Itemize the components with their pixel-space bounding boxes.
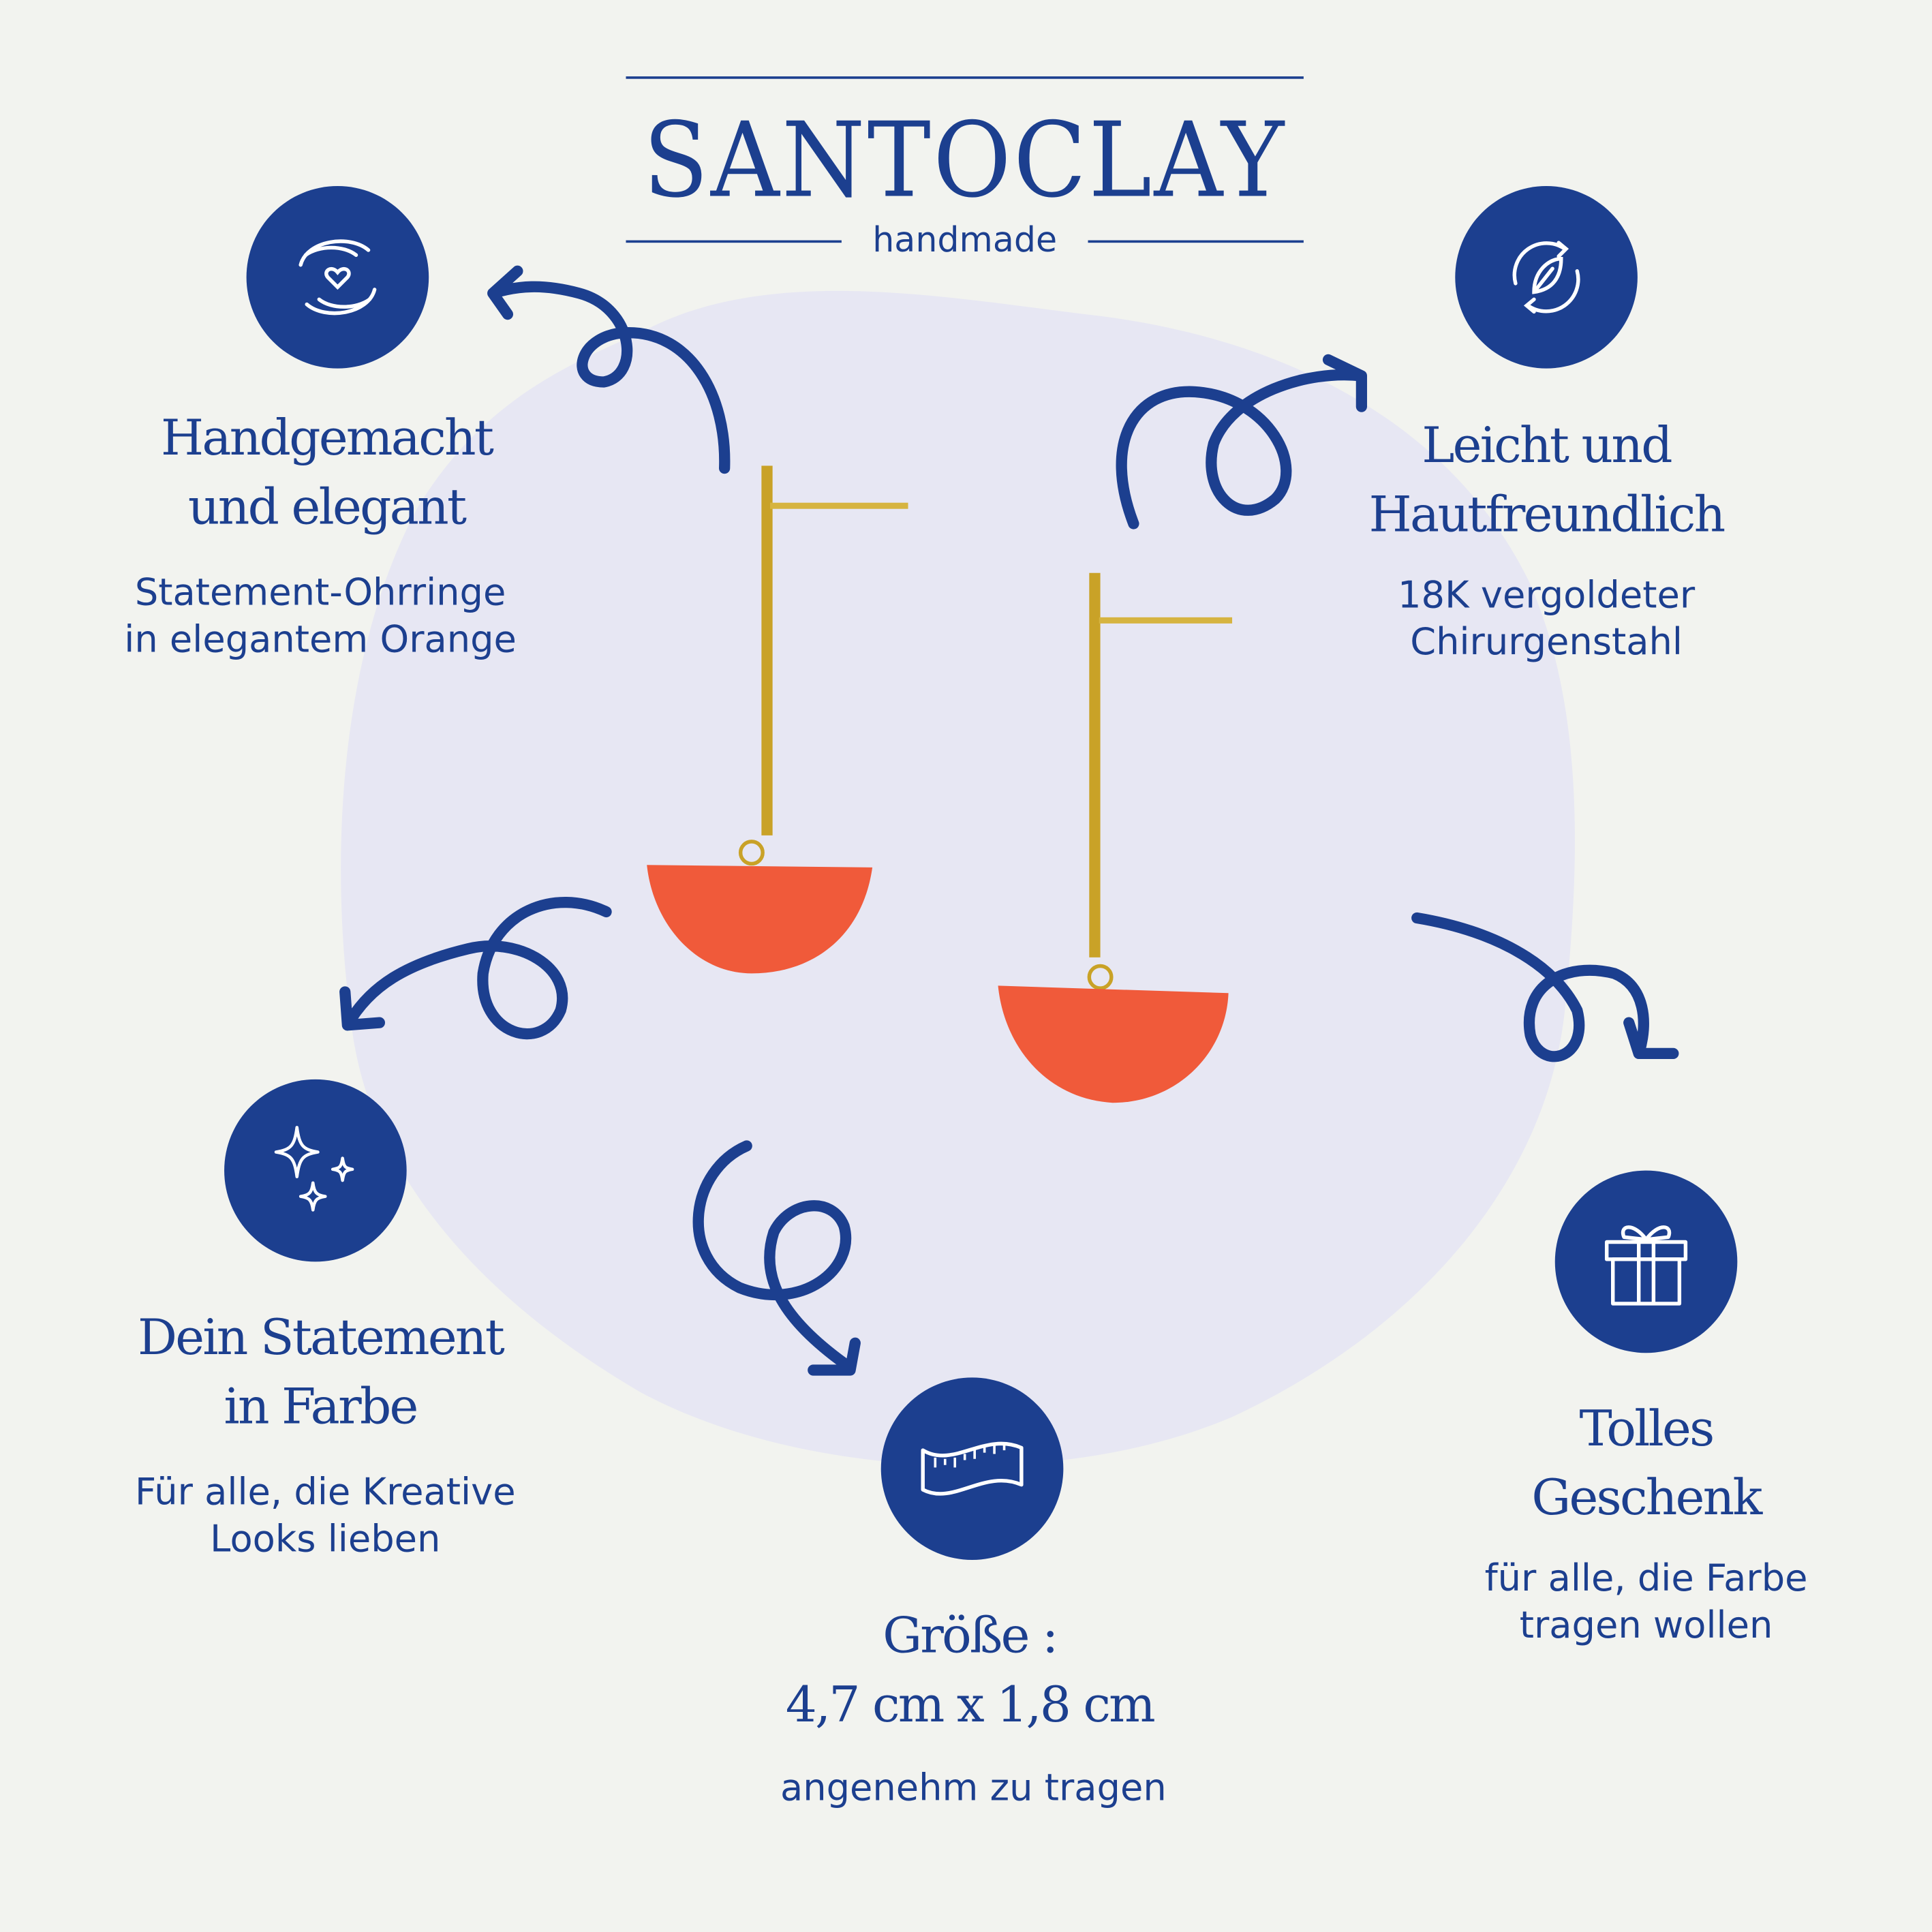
arrow-bottom — [692, 1140, 861, 1376]
feature-size-text: angenehm zu tragen — [780, 1766, 1167, 1811]
feature-size-title: Größe :4,7 cm x 1,8 cm — [785, 1608, 1156, 1734]
arrow-mid-right — [1411, 912, 1679, 1062]
earring-left — [647, 465, 908, 974]
arrow-top-right — [1116, 354, 1368, 530]
measuring-tape-icon — [880, 1377, 1064, 1560]
earrings-photo — [647, 465, 1233, 1103]
logo-left-rule — [626, 240, 842, 243]
background-blob — [341, 290, 1575, 1466]
hands-heart-icon — [246, 186, 429, 369]
logo-wordmark: SANTOCLAY — [643, 99, 1287, 221]
gift-icon — [1554, 1170, 1738, 1353]
arrow-mid-left — [339, 897, 612, 1040]
sparkles-icon — [224, 1079, 407, 1262]
arrow-top-left — [487, 265, 731, 474]
logo-right-rule — [1088, 240, 1304, 243]
logo-top-rule — [626, 76, 1304, 79]
recycle-leaf-icon — [1455, 186, 1638, 369]
earring-right — [998, 572, 1233, 1103]
brand-logo: SANTOCLAY handmade — [626, 76, 1304, 273]
logo-tagline: handmade — [872, 219, 1058, 260]
